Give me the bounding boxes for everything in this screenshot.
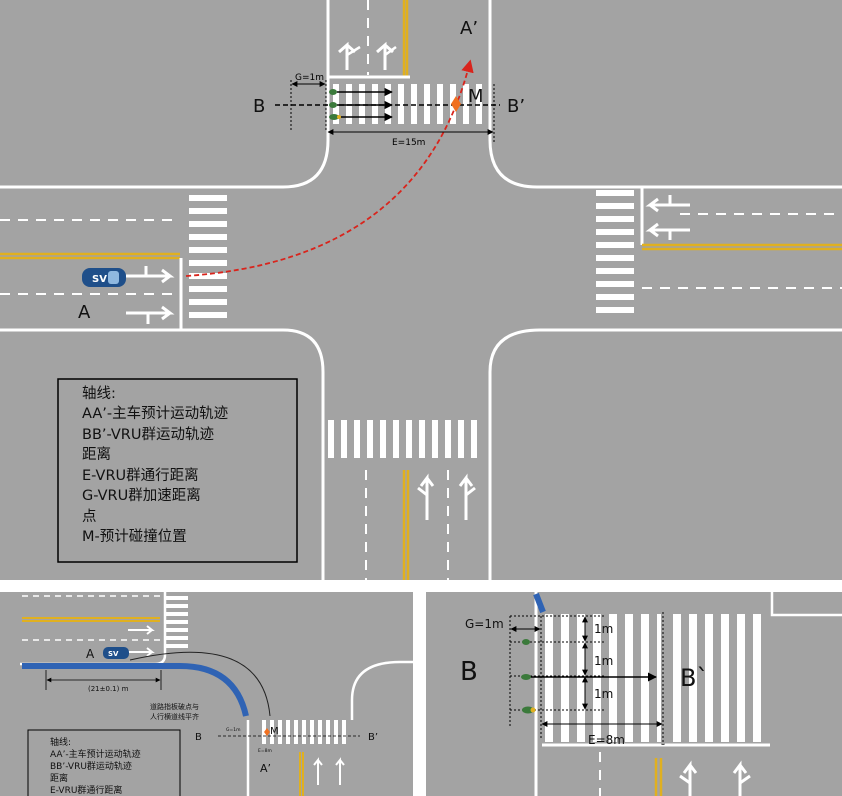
legend-line: 距离 bbox=[82, 446, 111, 463]
legend-line: BB’-VRU群运动轨迹 bbox=[82, 426, 214, 443]
point-b-left: B bbox=[253, 96, 265, 117]
point-b-right: B’ bbox=[368, 732, 378, 743]
east-crosswalk bbox=[596, 190, 634, 313]
panel-right: 1m 1m 1m G=1m E=8m B B` bbox=[426, 592, 842, 796]
g-label: G=1m bbox=[295, 73, 324, 83]
point-m: M bbox=[468, 86, 484, 107]
e-label: E=15m bbox=[392, 138, 425, 148]
west-arrows bbox=[126, 266, 175, 324]
point-a-bottom: A’ bbox=[260, 762, 271, 775]
sv-label: SV bbox=[108, 650, 119, 658]
spacing-label: 1m bbox=[594, 622, 613, 636]
e-label: E=8m bbox=[258, 748, 272, 754]
curb-lines bbox=[0, 0, 842, 580]
south-arrows bbox=[417, 473, 476, 520]
distance-label: (21±0.1) m bbox=[88, 685, 129, 693]
main-intersection: G=1m E=15m A’ B B’ M A SV 轴线: AA’-主车预计运动… bbox=[0, 0, 842, 580]
legend-line: 轴线: bbox=[82, 385, 116, 402]
point-m: M bbox=[270, 726, 279, 737]
point-b: B bbox=[195, 732, 202, 743]
legend-line: 距离 bbox=[50, 772, 68, 784]
legend-line: BB’-VRU群运动轨迹 bbox=[50, 760, 132, 772]
vru-group bbox=[329, 89, 341, 120]
legend-line: 点 bbox=[82, 508, 97, 525]
legend-line: 轴线: bbox=[50, 736, 71, 748]
trajectory-aa bbox=[185, 59, 474, 277]
legend-line: M-预计碰撞位置 bbox=[82, 527, 187, 545]
legend-box-small: 轴线: AA’-主车预计运动轨迹 BB’-VRU群运动轨迹 距离 E-VRU群通… bbox=[27, 729, 181, 796]
point-b-right: B` bbox=[680, 664, 708, 692]
vehicle-sv-small: SV bbox=[103, 647, 129, 659]
g-label: G=1m bbox=[226, 727, 241, 733]
vehicle-path bbox=[22, 663, 249, 717]
east-arrows bbox=[645, 195, 690, 240]
sv-label: SV bbox=[92, 274, 107, 285]
e-label: E=8m bbox=[588, 733, 625, 747]
point-a-top: A’ bbox=[460, 18, 478, 39]
point-b-right: B’ bbox=[507, 96, 525, 117]
west-crosswalk bbox=[189, 195, 227, 318]
note-line1: 道路指板破点与 bbox=[150, 702, 199, 711]
spacing-label: 1m bbox=[594, 687, 613, 701]
legend-line: AA’-主车预计运动轨迹 bbox=[50, 748, 141, 760]
spacing-label: 1m bbox=[594, 654, 613, 668]
g-label: G=1m bbox=[465, 617, 504, 631]
collision-point bbox=[451, 96, 461, 112]
note-line2: 人行横道线平齐 bbox=[150, 712, 199, 721]
panel-left: SV A (21±0.1) m 道路指板破点与 人行横道线平齐 B B’ A’ … bbox=[0, 592, 413, 796]
legend-line: G-VRU群加速距离 bbox=[82, 487, 201, 504]
point-a-left: A bbox=[78, 302, 91, 323]
svg-text:轴线: AA’-主车预计运动轨迹: 轴线: AA’-主车预计运动轨迹 BB’-VRU群运动轨迹 距离 E-VRU群通… bbox=[50, 736, 144, 796]
legend-line: E-VRU群通行距离 bbox=[50, 784, 122, 796]
south-crosswalk bbox=[328, 420, 477, 458]
point-a: A bbox=[86, 647, 95, 661]
north-arrows bbox=[338, 41, 397, 70]
vru-arrows bbox=[337, 87, 393, 122]
legend-line: E-VRU群通行距离 bbox=[82, 467, 199, 484]
vehicle-sv: SV bbox=[82, 268, 126, 287]
svg-text:轴线: AA’-主车预计运动轨迹: 轴线: AA’-主车预计运动轨迹 BB’-VRU群运动轨迹 距离 E-VRU群通… bbox=[82, 385, 233, 545]
legend-line: AA’-主车预计运动轨迹 bbox=[82, 405, 228, 422]
legend-box: 轴线: AA’-主车预计运动轨迹 BB’-VRU群运动轨迹 距离 E-VRU群通… bbox=[57, 378, 298, 563]
point-b: B bbox=[460, 657, 478, 687]
